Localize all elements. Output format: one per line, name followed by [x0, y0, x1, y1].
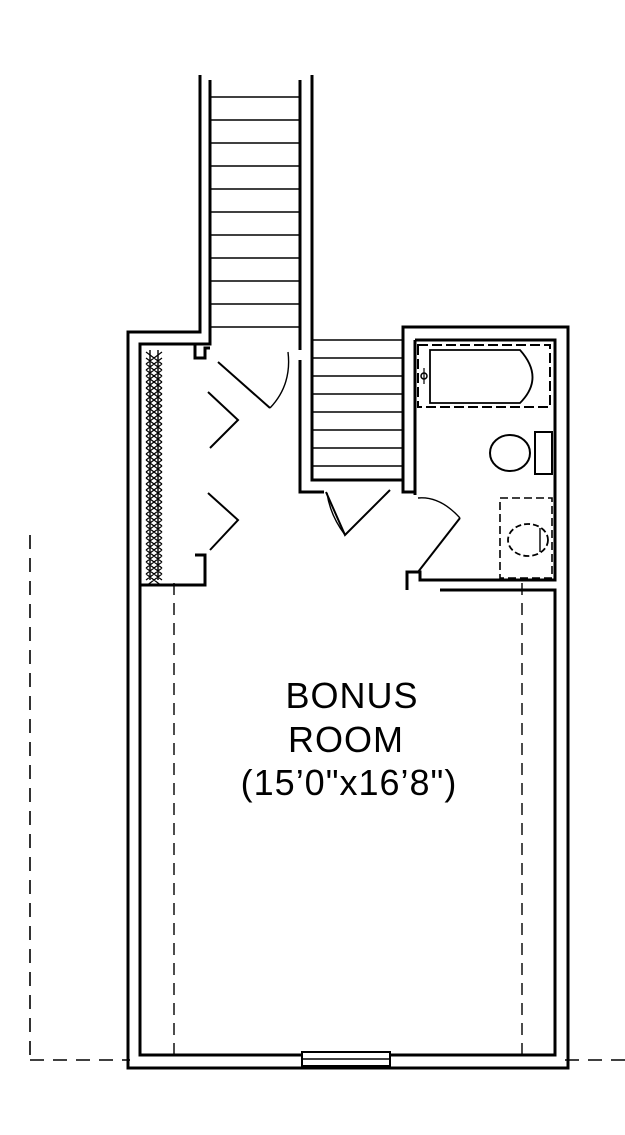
room-dimensions: (15’0"x16’8"): [241, 762, 458, 803]
window: [301, 1051, 391, 1067]
eave-lines: [29, 535, 625, 1061]
bathroom-fixtures: [417, 344, 553, 579]
knee-wall-lines: [173, 583, 523, 1060]
exterior-walls: [126, 75, 570, 1070]
room-name-line1: BONUS: [285, 675, 418, 716]
upper-staircase: [210, 96, 300, 328]
room-label: BONUS ROOM (15’0"x16’8"): [241, 675, 458, 803]
doors: [207, 351, 461, 573]
closet-hanger-marks: [145, 351, 163, 587]
lower-staircase: [312, 339, 403, 467]
closet-hangers: [145, 351, 163, 587]
room-name-line2: ROOM: [288, 719, 404, 760]
closet: [140, 342, 210, 587]
